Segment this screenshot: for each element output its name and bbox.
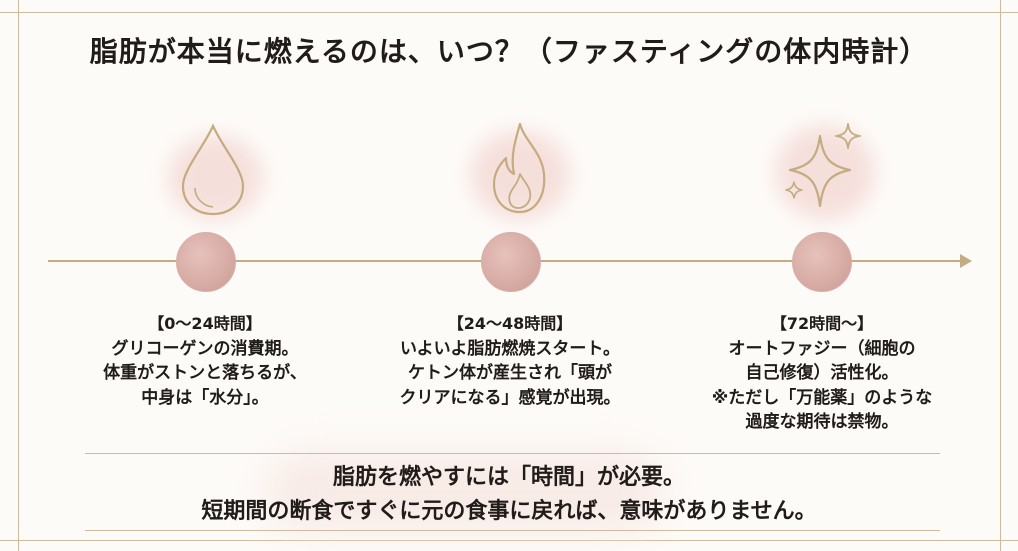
frame-left-line [18, 0, 19, 551]
sparkle-icon [785, 123, 861, 208]
stage-2-period: 【24～48時間】 [447, 314, 573, 333]
stage-2-line-1: いよいよ脂肪燃焼スタート。 [400, 338, 620, 359]
stage-2-line-3: クリアになる」感覚が出現。 [399, 387, 621, 408]
frame-bottom-line [0, 540, 1018, 541]
timeline-marker-2 [481, 232, 541, 292]
conclusion-top-rule [85, 453, 940, 454]
timeline-marker-3 [792, 232, 852, 292]
conclusion-line-1: 脂肪を燃やすには「時間」が必要。 [332, 465, 685, 490]
flame-icon [492, 122, 546, 214]
stage-3-line-1: オートファジー（細胞の [728, 338, 916, 359]
stage-2-text: 【24～48時間】 いよいよ脂肪燃焼スタート。 ケトン体が産生され「頭が クリア… [360, 312, 660, 410]
stage-1-line-1: グリコーゲンの消費期。 [111, 338, 299, 359]
icon-3-backdrop [775, 125, 875, 220]
stage-3-line-3: ※ただし「万能薬」のような [711, 387, 933, 408]
frame-top-line [0, 12, 1018, 13]
stage-3-period: 【72時間～】 [770, 314, 874, 333]
stage-3-line-2: 自己修復）活性化。 [745, 363, 899, 383]
timeline-arrow-head [960, 254, 972, 268]
page-title: 脂肪が本当に燃えるのは、いつ？（ファスティングの体内時計） [89, 35, 929, 68]
stage-1-line-3: 中身は「水分」。 [141, 387, 269, 408]
stage-1-text: 【0～24時間】 グリコーゲンの消費期。 体重がストンと落ちるが、 中身は「水分… [55, 312, 355, 410]
stage-1-line-2: 体重がストンと落ちるが、 [103, 363, 307, 383]
conclusion-backdrop [85, 452, 940, 532]
water-drop-icon [181, 123, 245, 216]
conclusion-bottom-rule [85, 530, 940, 531]
stage-1-period: 【0～24時間】 [148, 314, 262, 333]
stage-3-line-4: 過度な期待は禁物。 [745, 412, 899, 432]
stage-2-line-2: ケトン体が産生され「頭が [408, 363, 612, 383]
conclusion-line-2: 短期間の断食ですぐに元の食事に戻れば、意味がありません。 [201, 499, 817, 524]
frame-right-line [1000, 0, 1001, 551]
timeline-marker-1 [176, 232, 236, 292]
stage-3-text: 【72時間～】 オートファジー（細胞の 自己修復）活性化。 ※ただし「万能薬」の… [672, 312, 972, 435]
